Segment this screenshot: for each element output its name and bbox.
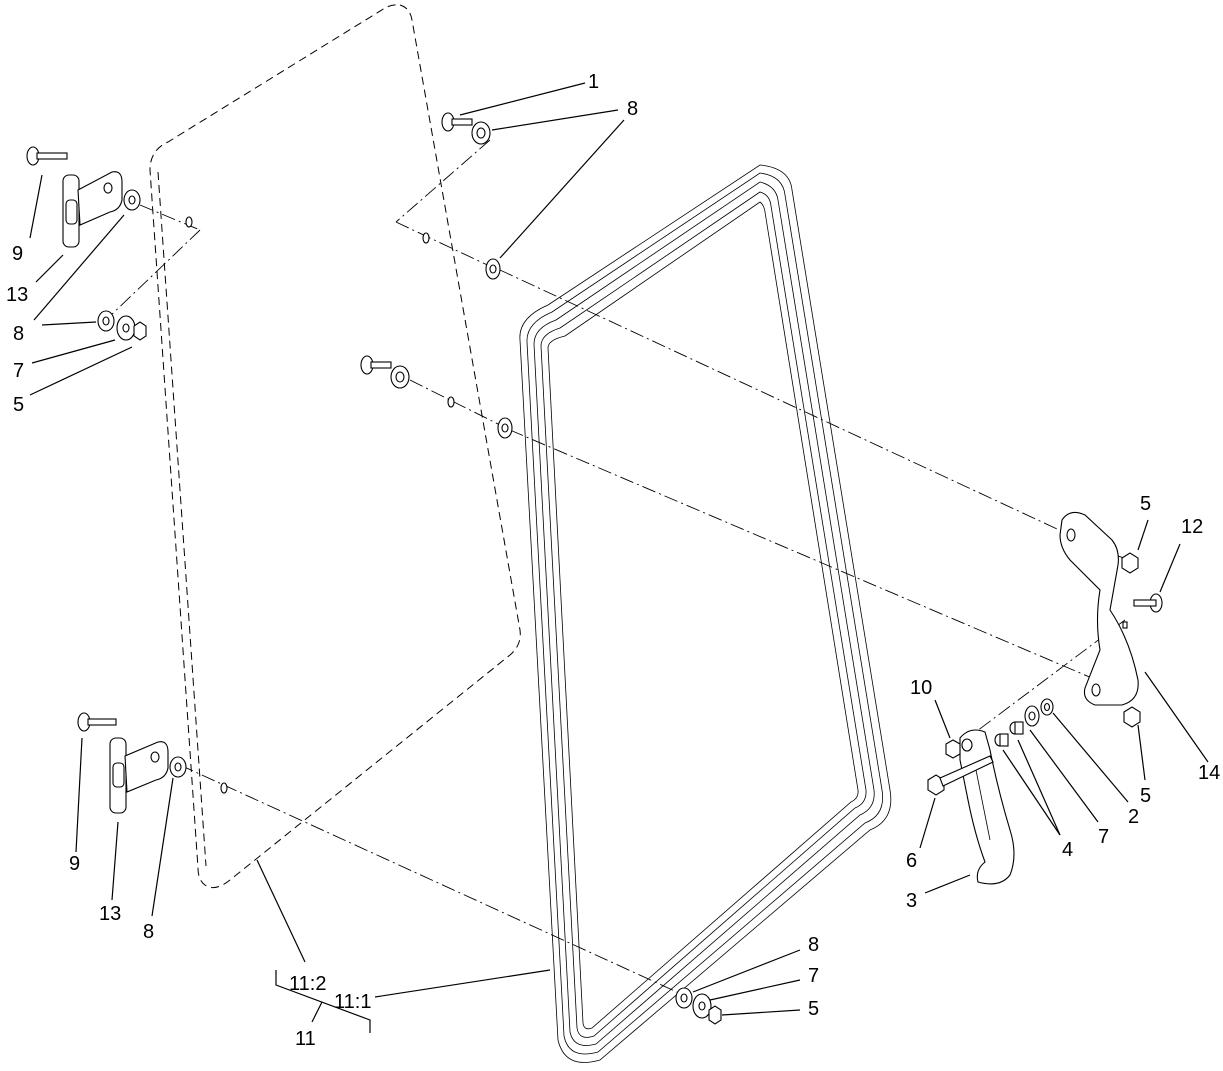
latch-handle-3 xyxy=(959,729,1015,885)
leader-lines xyxy=(29,82,1209,1033)
callout-5-bracket-top: 5 xyxy=(1140,493,1151,515)
callout-2: 2 xyxy=(1128,806,1139,828)
callout-13-upper: 13 xyxy=(6,284,28,306)
bolt-6 xyxy=(927,755,994,796)
callout-1: 1 xyxy=(588,71,599,93)
bracket-14 xyxy=(1059,511,1139,706)
spacer-4 xyxy=(994,721,1024,747)
panel-hole-left-lower xyxy=(220,782,228,794)
nut-5-bracket-bottom xyxy=(1123,706,1141,728)
glass-panel xyxy=(149,4,521,889)
callout-8-left: 8 xyxy=(13,323,24,345)
callout-7-latch: 7 xyxy=(1098,826,1109,848)
bolt-12 xyxy=(1133,593,1163,613)
bolt-middle xyxy=(360,355,410,389)
callout-13-lower: 13 xyxy=(99,903,121,925)
panel-hole-left-upper xyxy=(185,216,193,228)
washer-8-frame-upper xyxy=(485,258,501,280)
nut-5-bracket-top xyxy=(1121,552,1139,574)
callout-9-lower: 9 xyxy=(69,853,80,875)
washer-frame-middle xyxy=(497,417,513,439)
callout-5-bottom: 5 xyxy=(808,998,819,1020)
callout-3: 3 xyxy=(906,890,917,912)
callout-8-lower-hinge: 8 xyxy=(143,921,154,943)
callout-8-bottom: 8 xyxy=(808,934,819,956)
bottom-washer-nut-stack xyxy=(675,987,722,1025)
callout-14: 14 xyxy=(1198,762,1220,784)
callout-12: 12 xyxy=(1181,516,1203,538)
callout-4: 4 xyxy=(1062,839,1073,861)
nut-10 xyxy=(945,739,961,759)
callout-6: 6 xyxy=(906,850,917,872)
upper-hinge xyxy=(26,146,141,248)
callout-5-left: 5 xyxy=(13,394,24,416)
washer-8-top xyxy=(471,121,491,145)
left-washer-nut-stack xyxy=(97,310,147,341)
callout-8-top: 8 xyxy=(627,98,638,120)
callout-11: 11 xyxy=(295,1028,316,1050)
lower-hinge xyxy=(77,712,187,814)
callout-11-1: 11:1 xyxy=(334,991,371,1013)
callout-11-2: 11:2 xyxy=(289,973,326,995)
washer-7-latch xyxy=(1024,705,1040,727)
nut-2 xyxy=(1040,698,1054,716)
callout-labels: 1 8 9 13 8 7 5 5 12 10 14 5 2 7 4 6 3 9 … xyxy=(6,71,1220,1050)
callout-5-bracket-bottom: 5 xyxy=(1140,785,1151,807)
bolt-1 xyxy=(441,112,473,132)
callout-9-upper: 9 xyxy=(12,243,23,265)
door-frame-seal xyxy=(519,164,892,1063)
callout-7-left: 7 xyxy=(13,360,24,382)
panel-hole-middle xyxy=(447,396,455,408)
callout-7-bottom: 7 xyxy=(808,965,819,987)
panel-hole-upper xyxy=(422,232,430,244)
callout-10: 10 xyxy=(910,677,932,699)
